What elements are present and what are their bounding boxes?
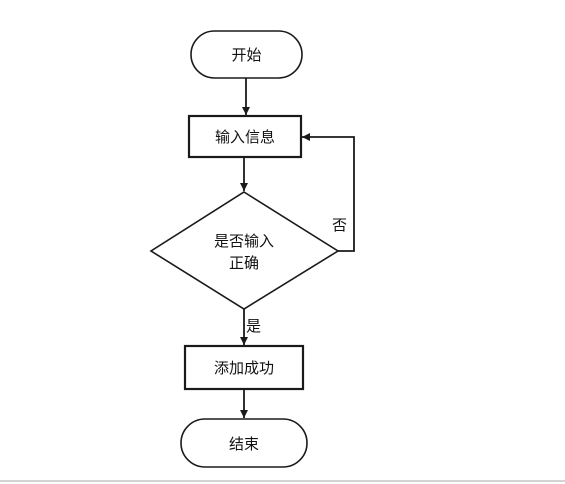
bottom-border [0, 480, 565, 482]
arrow-no-loop [302, 133, 355, 252]
yes-label: 是 [246, 317, 261, 335]
decision-node: 是否输入 正确 [149, 191, 340, 310]
start-node: 开始 [190, 30, 303, 79]
end-label: 结束 [229, 435, 259, 453]
input-info-label: 输入信息 [215, 128, 275, 146]
add-success-label: 添加成功 [214, 359, 274, 377]
start-label: 开始 [231, 46, 261, 64]
decision-label-line1: 是否输入 [214, 232, 274, 250]
add-success-node: 添加成功 [183, 344, 305, 391]
input-info-node: 输入信息 [187, 114, 303, 159]
end-node: 结束 [180, 418, 308, 468]
decision-label-line2: 正确 [229, 254, 259, 272]
no-label: 否 [332, 216, 347, 234]
